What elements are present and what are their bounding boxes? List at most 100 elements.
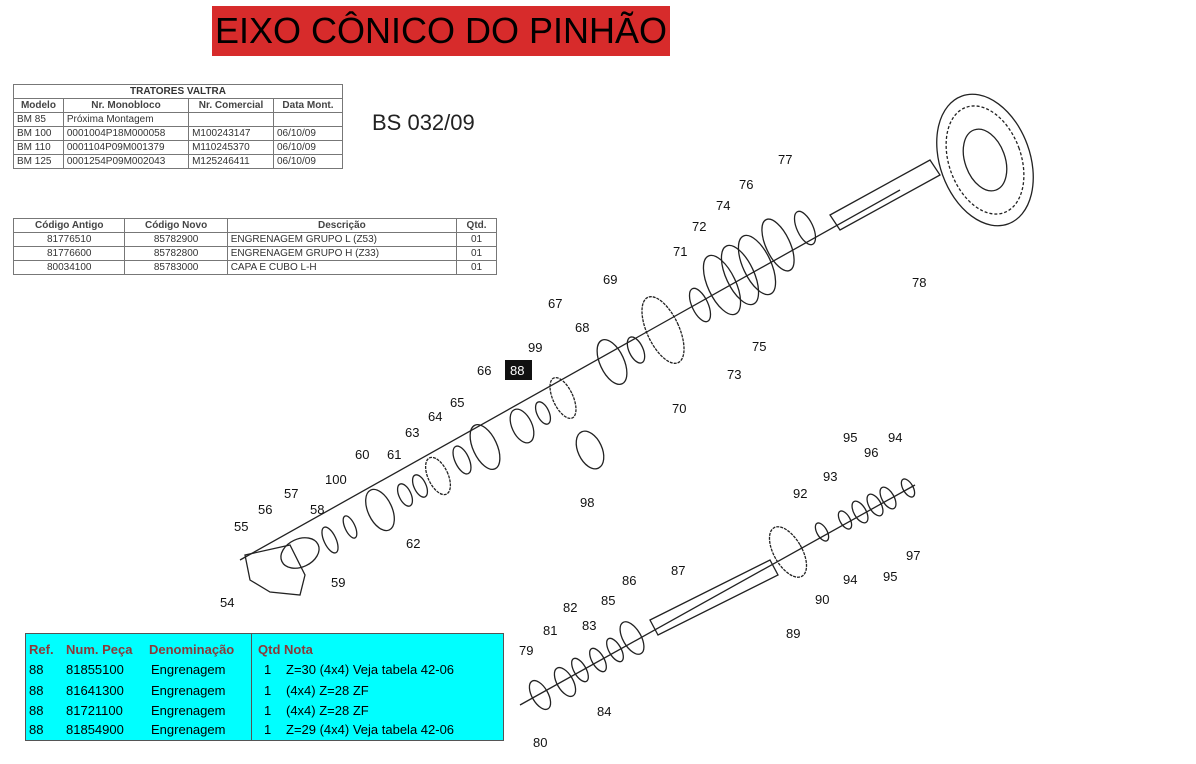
table-cell: Engrenagem: [151, 683, 226, 698]
title-banner: EIXO CÔNICO DO PINHÃO: [212, 6, 670, 56]
page-title: EIXO CÔNICO DO PINHÃO: [214, 10, 668, 51]
callout-label: 75: [752, 339, 766, 354]
gear-part: [365, 488, 395, 532]
gear-part: [720, 244, 760, 306]
callout-label: 90: [815, 592, 829, 607]
callout-label: 68: [575, 320, 589, 335]
callout-label: 67: [548, 296, 562, 311]
table-cell: (4x4) Z=28 ZF: [286, 703, 369, 718]
lower-shaft-axis: [519, 484, 916, 706]
ref-header: Ref.: [29, 642, 54, 657]
table-row: 81776510 85782900 ENGRENAGEM GRUPO L (Z5…: [12, 232, 497, 247]
lower-shaft: [649, 559, 779, 636]
gear-part: [626, 336, 646, 364]
gear-part: [866, 493, 884, 517]
table-cell: 81854900: [66, 722, 124, 737]
callout-label: 94: [843, 572, 857, 587]
table-row: BM 100 0001004P18M000058 M100243147 06/1…: [13, 126, 344, 141]
callout-label: 64: [428, 409, 442, 424]
highlighted-callout-bg: [505, 360, 532, 380]
table-row: BM 125 0001254P09M002043 M125246411 06/1…: [13, 154, 344, 169]
gear-part: [793, 210, 817, 246]
callout-label: 77: [778, 152, 792, 167]
callout-label: 81: [543, 623, 557, 638]
callout-label: 78: [912, 275, 926, 290]
callout-label: 100: [325, 472, 347, 487]
callout-label: 89: [786, 626, 800, 641]
table-cell: 1: [264, 662, 272, 677]
table-row: 81776600 85782800 ENGRENAGEM GRUPO H (Z3…: [12, 246, 497, 261]
tractor-table: TRATORES VALTRA Modelo Nr. Monobloco Nr.…: [13, 84, 344, 169]
gear-part: [469, 424, 501, 470]
gear-part: [596, 339, 628, 385]
table-cell: 0001254P09M002043: [62, 154, 190, 169]
table-cell: 06/10/09: [272, 154, 344, 169]
highlighted-callout: 88: [510, 363, 524, 378]
table-cell: Engrenagem: [151, 662, 226, 677]
gear-part: [814, 522, 830, 542]
callout-label: 66: [477, 363, 491, 378]
document-reference: BS 032/09: [372, 110, 475, 135]
callout-label: 96: [864, 445, 878, 460]
gear-part: [342, 515, 358, 539]
table-cell: 1: [264, 722, 272, 737]
table-cell: Engrenagem: [151, 703, 226, 718]
callout-label: 56: [258, 502, 272, 517]
gear-part: [606, 637, 624, 663]
table-cell: 81721100: [66, 703, 123, 718]
gear-part: [851, 500, 869, 524]
callout-label: 95: [883, 569, 897, 584]
callout-label: 85: [601, 593, 615, 608]
gear-part: [571, 657, 589, 683]
callout-label: 87: [671, 563, 685, 578]
gear-part: [619, 621, 645, 655]
table-cell: 85783000: [124, 260, 228, 275]
table-cell: Z=30 (4x4) Veja tabela 42-06: [286, 662, 455, 677]
callout-label: 55: [234, 519, 248, 534]
callout-label: 82: [563, 600, 577, 615]
callout-label: 73: [727, 367, 741, 382]
gear-part: [768, 526, 808, 578]
gear-part: [641, 296, 685, 364]
gear-part: [452, 445, 472, 475]
gear-part: [688, 287, 712, 323]
callout-label: 65: [450, 395, 464, 410]
table-cell: 80034100: [12, 260, 126, 275]
table-cell: 88: [29, 662, 44, 677]
callout-label: 72: [692, 219, 706, 234]
callout-label: 71: [673, 244, 687, 259]
gear-part: [761, 218, 795, 272]
gear-part: [534, 401, 552, 425]
callout-label: 58: [310, 502, 324, 517]
table-cell: 01: [456, 260, 497, 275]
qty-header: Qtd: [258, 642, 281, 657]
callout-label: 54: [220, 595, 234, 610]
crown-gear-hub: [962, 128, 1008, 192]
crown-gear: [936, 93, 1034, 227]
upper-shaft-axis: [239, 189, 901, 561]
table-cell: 81641300: [66, 683, 124, 698]
table-cell: 81855100: [66, 662, 124, 677]
callout-label: 93: [823, 469, 837, 484]
gear-part: [900, 478, 916, 498]
gear-part: [879, 486, 897, 510]
callout-label: 59: [331, 575, 345, 590]
housing-cover: [244, 544, 306, 596]
gear-part: [702, 254, 742, 316]
callout-label: 70: [672, 401, 686, 416]
gear-part: [321, 526, 339, 554]
o-ring: [280, 537, 320, 569]
callout-label: 79: [519, 643, 533, 658]
gear-part: [509, 408, 535, 444]
denomination-header: Denominação: [149, 642, 235, 657]
gear-part: [528, 679, 552, 711]
callout-label: 80: [533, 735, 547, 750]
callout-label: 57: [284, 486, 298, 501]
gear-part: [575, 430, 605, 470]
callout-label: 63: [405, 425, 419, 440]
table-cell: Z=29 (4x4) Veja tabela 42-06: [286, 722, 455, 737]
table-cell: 1: [264, 683, 272, 698]
gear-part: [411, 474, 429, 498]
table-cell: 88: [29, 683, 44, 698]
callout-label: 99: [528, 340, 542, 355]
